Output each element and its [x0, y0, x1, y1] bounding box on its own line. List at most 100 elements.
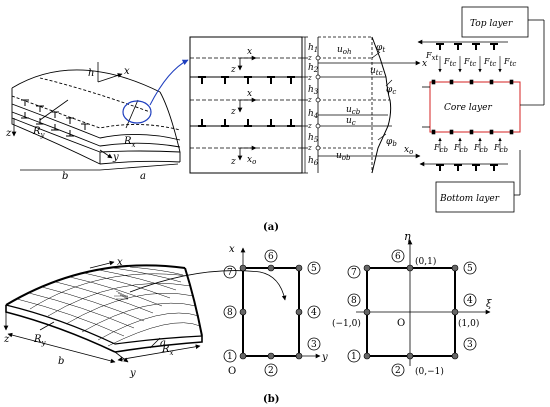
- svg-text:5: 5: [311, 264, 317, 274]
- svg-text:4: 4: [311, 308, 317, 318]
- physical-origin-label: O: [228, 366, 236, 377]
- svg-text:(0,1): (0,1): [415, 256, 436, 267]
- shell-layer-line-1: [11, 95, 181, 131]
- force-labels-bottom: Fcb Fcb Fcb Fcb: [433, 143, 508, 154]
- physical-x-axis-label: x: [229, 244, 235, 255]
- svg-text:3: 3: [311, 340, 317, 350]
- core-layer-label: Core layer: [444, 103, 492, 113]
- shell-b-rx-label: Rx: [161, 344, 174, 357]
- shell-rx-label: Rx: [123, 136, 136, 149]
- svg-text:Fxt: Fxt: [425, 51, 439, 62]
- natural-eta-axis-label: η: [404, 230, 411, 243]
- svg-text:8: 8: [227, 308, 233, 318]
- displacement-markers: [315, 55, 321, 151]
- svg-text:Ftc: Ftc: [503, 57, 516, 68]
- shell-b-y-label: y: [129, 368, 136, 379]
- section-z2-label: z: [230, 107, 236, 117]
- natural-origin-label: O: [397, 318, 405, 329]
- natural-node-labels: 1 2 3 4 5 6 7 8: [347, 249, 477, 377]
- svg-text:2: 2: [395, 366, 401, 376]
- shell-b-x-label: x: [117, 257, 123, 268]
- sandwich-shell: [11, 69, 181, 165]
- svg-text:Fcb: Fcb: [473, 143, 488, 154]
- top-layer-box: [461, 6, 529, 38]
- shell-bottom-front: [11, 118, 101, 165]
- svg-text:Ftc: Ftc: [483, 57, 496, 68]
- shell-b-b-label: b: [58, 356, 64, 367]
- svg-text:h1: h1: [308, 43, 318, 54]
- svg-text:uoh: uoh: [337, 45, 352, 56]
- caption-b: (b): [263, 394, 279, 405]
- svg-text:h6: h6: [308, 156, 319, 167]
- svg-text:Fcb: Fcb: [493, 143, 508, 154]
- shell-ry-label: Ry: [32, 126, 46, 139]
- section-z3-label: z: [230, 157, 236, 167]
- shell-x-label: x: [124, 66, 130, 77]
- shell-top-left-edge: [11, 69, 161, 93]
- svg-text:3: 3: [467, 340, 473, 350]
- svg-text:6: 6: [268, 252, 274, 262]
- svg-text:ucb: ucb: [346, 105, 361, 116]
- svg-text:uob: uob: [336, 151, 351, 162]
- section-x2-label: x: [247, 89, 252, 99]
- svg-text:Fcb: Fcb: [453, 143, 468, 154]
- shell-front-edge: [11, 117, 101, 153]
- svg-text:4: 4: [467, 296, 473, 306]
- shell-bottom-edge: [99, 160, 181, 165]
- svg-text:1: 1: [227, 352, 233, 362]
- zoom-arrow: [149, 59, 189, 106]
- part-b: x z y b a Ry Rx x y O 1: [3, 230, 492, 405]
- svg-text:z: z: [307, 144, 312, 152]
- physical-element-frame: [242, 267, 300, 357]
- thickness-labels: h1 h2 h3 h4 h5 h6: [308, 43, 319, 167]
- shell-b-z-label: z: [3, 334, 10, 345]
- svg-text:(0,−1): (0,−1): [415, 366, 444, 377]
- shell-a-label: a: [140, 171, 146, 182]
- shell-connectors: [21, 99, 89, 137]
- shell-b-label: b: [62, 171, 68, 182]
- shell-y-label: y: [112, 152, 119, 163]
- svg-text:7: 7: [351, 268, 357, 278]
- svg-text:z: z: [307, 122, 312, 130]
- thickness-dimensions: [302, 36, 308, 174]
- shell-y-axis: [99, 149, 113, 159]
- svg-text:z: z: [307, 96, 312, 104]
- svg-text:Fcb: Fcb: [433, 143, 448, 154]
- svg-text:2: 2: [268, 366, 274, 376]
- shell-axes: [11, 62, 179, 171]
- bottom-layer-label: Bottom layer: [439, 194, 500, 204]
- svg-text:h5: h5: [308, 133, 319, 144]
- svg-text:Ftc: Ftc: [463, 57, 476, 68]
- svg-text:z: z: [307, 74, 312, 82]
- svg-text:xo: xo: [404, 145, 413, 156]
- section-x1-label: x: [247, 47, 252, 57]
- core-layer-box: [429, 81, 521, 133]
- section-x3-label: xo: [247, 155, 256, 166]
- part-a: h x z y b a Ry Rx: [5, 6, 545, 233]
- svg-text:6: 6: [395, 252, 401, 262]
- section-frame: [189, 36, 303, 174]
- shell-layer-line-3: [11, 111, 181, 148]
- physical-element: [239, 247, 321, 360]
- section-z1-label: z: [230, 65, 236, 75]
- svg-text:(−1,0): (−1,0): [332, 318, 361, 329]
- svg-text:φb: φb: [386, 137, 397, 148]
- z-marks: z z z z z: [307, 54, 312, 152]
- svg-text:(1,0): (1,0): [458, 318, 479, 329]
- physical-y-axis-label: y: [321, 352, 328, 363]
- physical-node-labels: 1 2 3 4 5 6 7 8: [223, 249, 321, 377]
- shell-right-front-edge: [99, 150, 181, 153]
- shell-layer-line-2: [11, 103, 181, 141]
- caption-a: (a): [263, 222, 279, 233]
- svg-text:5: 5: [467, 264, 473, 274]
- natural-element: [356, 239, 491, 366]
- layer-section: [189, 36, 303, 174]
- natural-xi-axis-label: ξ: [486, 299, 492, 310]
- top-layer-label: Top layer: [470, 19, 513, 29]
- displacement-diagram: [317, 36, 421, 174]
- svg-text:8: 8: [351, 296, 357, 306]
- shell-top-right-edge: [159, 91, 181, 153]
- svg-text:h3: h3: [308, 85, 319, 96]
- svg-text:1: 1: [351, 352, 357, 362]
